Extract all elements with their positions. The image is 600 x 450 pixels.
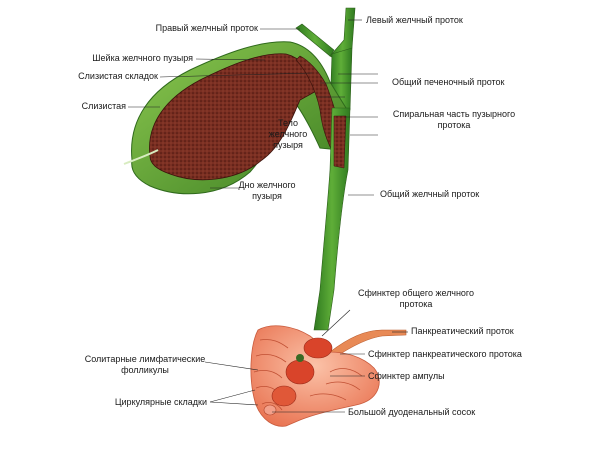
- label-right-hepatic-duct: Правый желчный проток: [155, 23, 258, 33]
- label-spiral-part: Спиральная часть пузырного протока: [392, 109, 516, 130]
- label-sphincter-pancreatic-duct: Сфинктер панкреатического протока: [368, 349, 522, 359]
- label-sphincter-common-bile-duct: Сфинктер общего желчного протока: [357, 288, 475, 309]
- label-common-hepatic-duct: Общий печеночный проток: [392, 77, 505, 87]
- leader-lines: [128, 19, 408, 413]
- sphincter-shape: [303, 337, 333, 359]
- label-gallbladder-body: Тело желчного пузыря: [268, 118, 308, 150]
- label-mucosa: Слизистая: [81, 101, 126, 111]
- label-pancreatic-duct: Панкреатический проток: [411, 326, 514, 336]
- duodenum: [250, 325, 380, 427]
- label-gallbladder-neck: Шейка желчного пузыря: [92, 53, 193, 63]
- label-mucosal-fold: Слизистая складок: [78, 71, 158, 81]
- label-sphincter-ampulla: Сфинктер ампулы: [368, 371, 445, 381]
- label-common-bile-duct: Общий желчный проток: [380, 189, 480, 199]
- label-circular-folds: Циркулярные складки: [114, 397, 207, 407]
- label-gallbladder-fundus: Дно желчного пузыря: [238, 180, 296, 201]
- gallbladder: [123, 41, 347, 195]
- common-bile-duct: [313, 107, 351, 331]
- label-major-duodenal-papilla: Большой дуоденальный сосок: [348, 407, 476, 417]
- label-left-hepatic-duct: Левый желчный проток: [366, 15, 463, 25]
- label-solitary-lymph-follicles: Солитарные лимфатические фолликулы: [84, 354, 206, 375]
